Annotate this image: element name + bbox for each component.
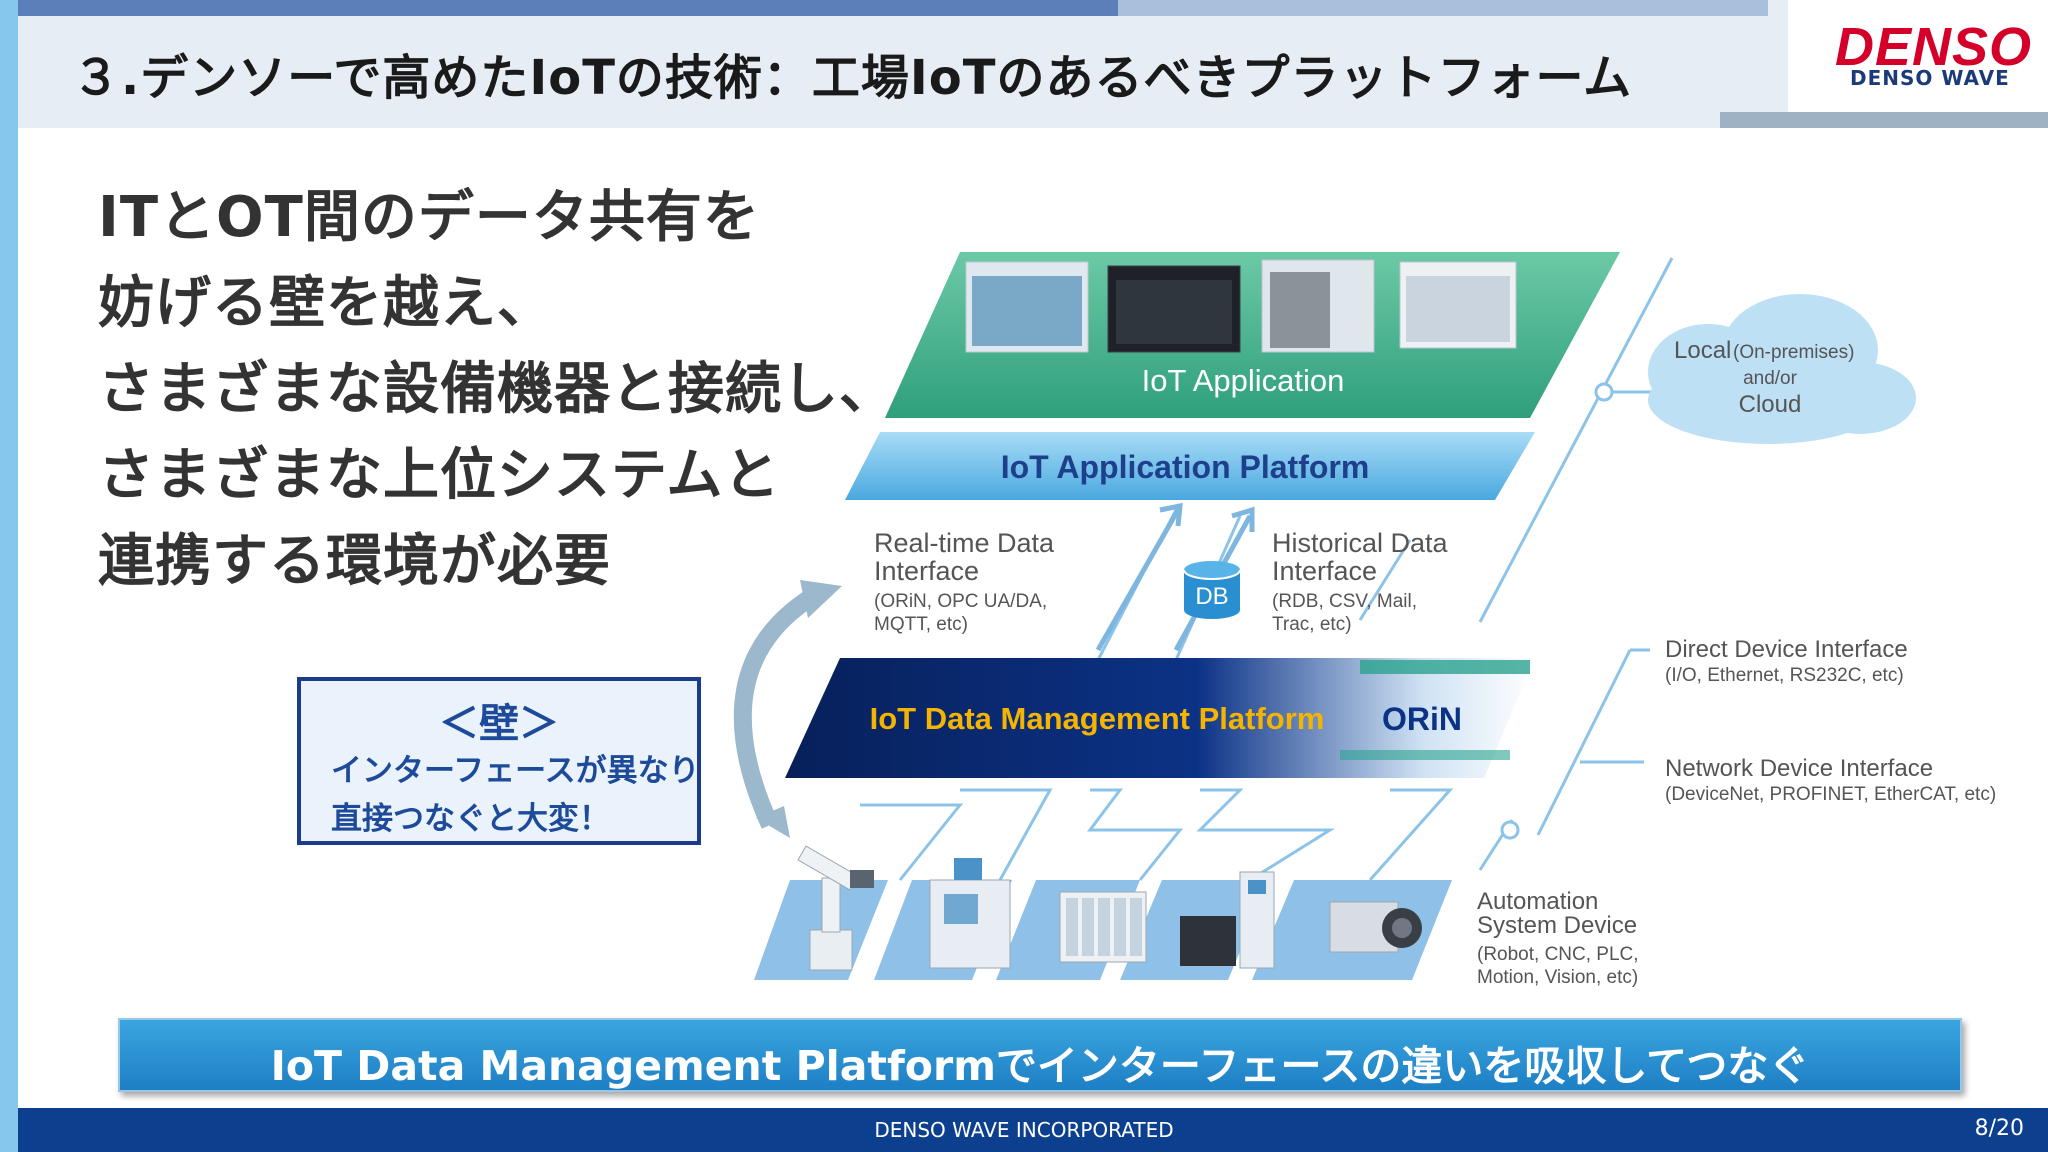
vision-camera-icon [1329, 901, 1422, 953]
footer-company: DENSO WAVE INCORPORATED [874, 1118, 1174, 1142]
header-band [18, 0, 1788, 128]
slide-title: ３.デンソーで高めたIoTの技術：工場IoTのあるべきプラットフォーム [72, 50, 1633, 106]
cloud-line-1b: (On-premises) [1733, 342, 1854, 363]
database-icon: DB [1183, 561, 1241, 619]
iot-data-management-platform-layer [785, 658, 1535, 778]
wall-line-2: 直接つなぐと大変！ [331, 801, 610, 837]
network-device-sub: (DeviceNet, PROFINET, EtherCAT, etc) [1665, 784, 1996, 805]
automation-title-1: Automation [1477, 888, 1598, 915]
automation-title-2: System Device [1477, 912, 1637, 939]
historical-title-2: Interface [1272, 556, 1377, 586]
orin-logo: ORiN [1382, 701, 1462, 737]
orin-pattern [1340, 660, 1530, 760]
lead-line-1: ITとOT間のデータ共有を [98, 185, 760, 250]
header-top-stripe [18, 0, 1118, 16]
lead-text: ITとOT間のデータ共有を 妨げる壁を越え、 さまざまな設備機器と接続し、 さま… [98, 175, 896, 605]
lead-line-5: 連携する環境が必要 [98, 529, 611, 594]
summary-banner-text: IoT Data Management Platformでインターフェースの違い… [270, 1042, 1810, 1090]
historical-sub-1: (RDB, CSV, Mail, [1272, 591, 1417, 612]
denso-logo: DENSO [1835, 17, 2033, 77]
iot-application-platform-label: IoT Application Platform [1001, 449, 1370, 485]
application-screenshots [965, 259, 1517, 353]
realtime-sub-2: MQTT, etc) [874, 614, 968, 635]
robot-arm-icon [797, 845, 874, 971]
db-label: DB [1195, 583, 1228, 610]
realtime-title-2: Interface [874, 556, 979, 586]
lead-line-2: 妨げる壁を越え、 [98, 271, 554, 336]
realtime-sub-1: (ORiN, OPC UA/DA, [874, 591, 1047, 612]
automation-sub-2: Motion, Vision, etc) [1477, 967, 1638, 988]
header-grey-stripe [1720, 112, 2048, 128]
historical-title-1: Historical Data [1272, 528, 1449, 558]
denso-wave-logo-text: DENSO WAVE [1850, 66, 2010, 90]
iot-application-label: IoT Application [1142, 363, 1345, 398]
network-device-title: Network Device Interface [1665, 755, 1933, 782]
lead-line-3: さまざまな設備機器と接続し、 [98, 357, 896, 422]
cloud-line-2: and/or [1743, 368, 1798, 389]
wall-curved-arrow [733, 580, 842, 838]
historical-sub-2: Trac, etc) [1272, 614, 1352, 635]
wall-callout-box: ＜壁＞ インターフェースが異なり 直接つなぐと大変！ [297, 677, 701, 845]
direct-device-sub: (I/O, Ethernet, RS232C, etc) [1665, 665, 1904, 686]
wall-line-1: インターフェースが異なり [331, 753, 700, 789]
lead-line-4: さまざまな上位システムと [98, 443, 781, 508]
direct-device-title: Direct Device Interface [1665, 636, 1908, 663]
realtime-title-1: Real-time Data [874, 528, 1055, 558]
cloud-line-3: Cloud [1739, 391, 1802, 418]
left-accent-bar [0, 0, 18, 1152]
iot-application-platform-layer [845, 432, 1535, 500]
device-connector-node [1500, 820, 1520, 840]
motion-servo-icon [1180, 871, 1275, 969]
cloud-line-1a: Local [1674, 337, 1731, 364]
cloud-connector-node [1594, 382, 1614, 402]
data-management-platform-label: IoT Data Management Platform [870, 701, 1325, 736]
footer-bar: DENSO WAVE INCORPORATED 8/20 [18, 1108, 2048, 1152]
header-top-stripe-light [1118, 0, 1768, 16]
cloud-shape [1648, 294, 1916, 444]
automation-sub-1: (Robot, CNC, PLC, [1477, 944, 1639, 965]
wall-title: ＜壁＞ [439, 701, 559, 747]
summary-banner: IoT Data Management Platformでインターフェースの違い… [118, 1018, 1962, 1092]
cnc-machine-icon [929, 858, 1011, 969]
plc-icon [1059, 891, 1147, 963]
page-number: 8/20 [1974, 1116, 2024, 1141]
